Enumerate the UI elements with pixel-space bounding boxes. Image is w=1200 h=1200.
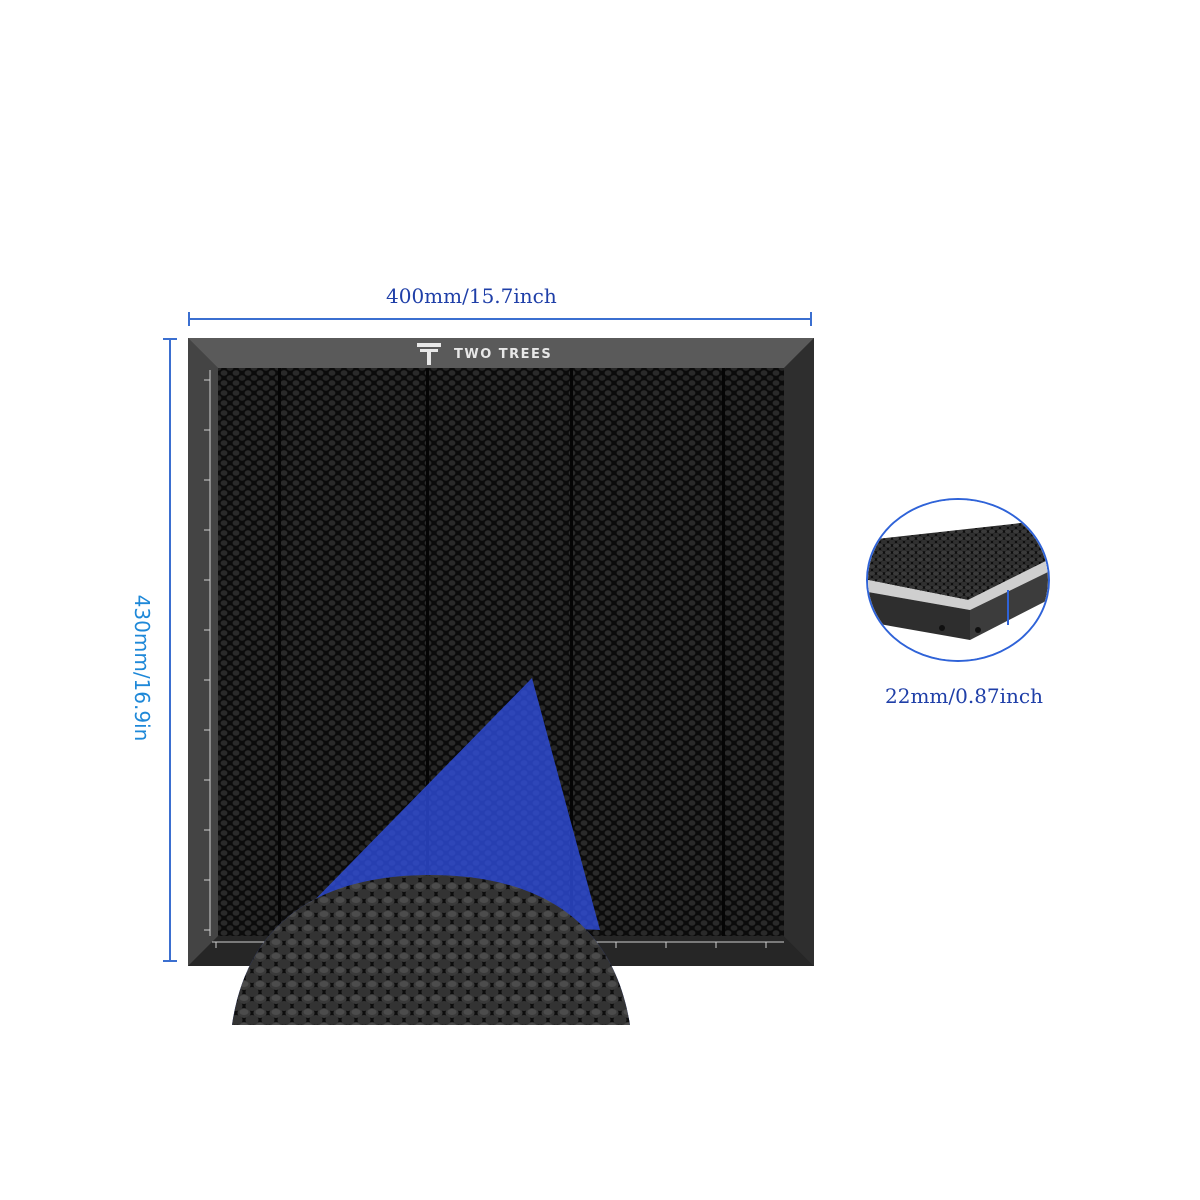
support-strip bbox=[426, 368, 429, 936]
corner-detail-image bbox=[868, 500, 1048, 660]
brand-header: TWO TREES bbox=[416, 342, 552, 366]
width-dimension-label: 400mm/15.7inch bbox=[386, 284, 557, 308]
brand-name: TWO TREES bbox=[454, 346, 553, 362]
height-dimension-tick-bottom bbox=[163, 960, 177, 962]
support-strip bbox=[570, 368, 573, 936]
height-dimension-line bbox=[169, 338, 171, 962]
support-strip bbox=[722, 368, 725, 936]
ruler-left bbox=[204, 370, 211, 936]
zoom-highlight-triangle bbox=[300, 678, 600, 930]
zoom-detail-wedge bbox=[232, 678, 630, 1025]
corner-detail-circle bbox=[866, 498, 1050, 662]
honeycomb-board: TWO TREES bbox=[188, 338, 814, 966]
support-strip bbox=[278, 368, 281, 936]
height-dimension-label: 430mm/16.9in bbox=[130, 594, 154, 742]
height-dimension-tick-top bbox=[163, 338, 177, 340]
honeycomb-mesh bbox=[218, 368, 784, 936]
depth-dimension-label: 22mm/0.87inch bbox=[885, 684, 1044, 708]
width-dimension-tick-right bbox=[810, 312, 812, 326]
width-dimension-line bbox=[188, 318, 812, 320]
width-dimension-tick-left bbox=[188, 312, 190, 326]
tt-logo-icon bbox=[417, 343, 441, 365]
